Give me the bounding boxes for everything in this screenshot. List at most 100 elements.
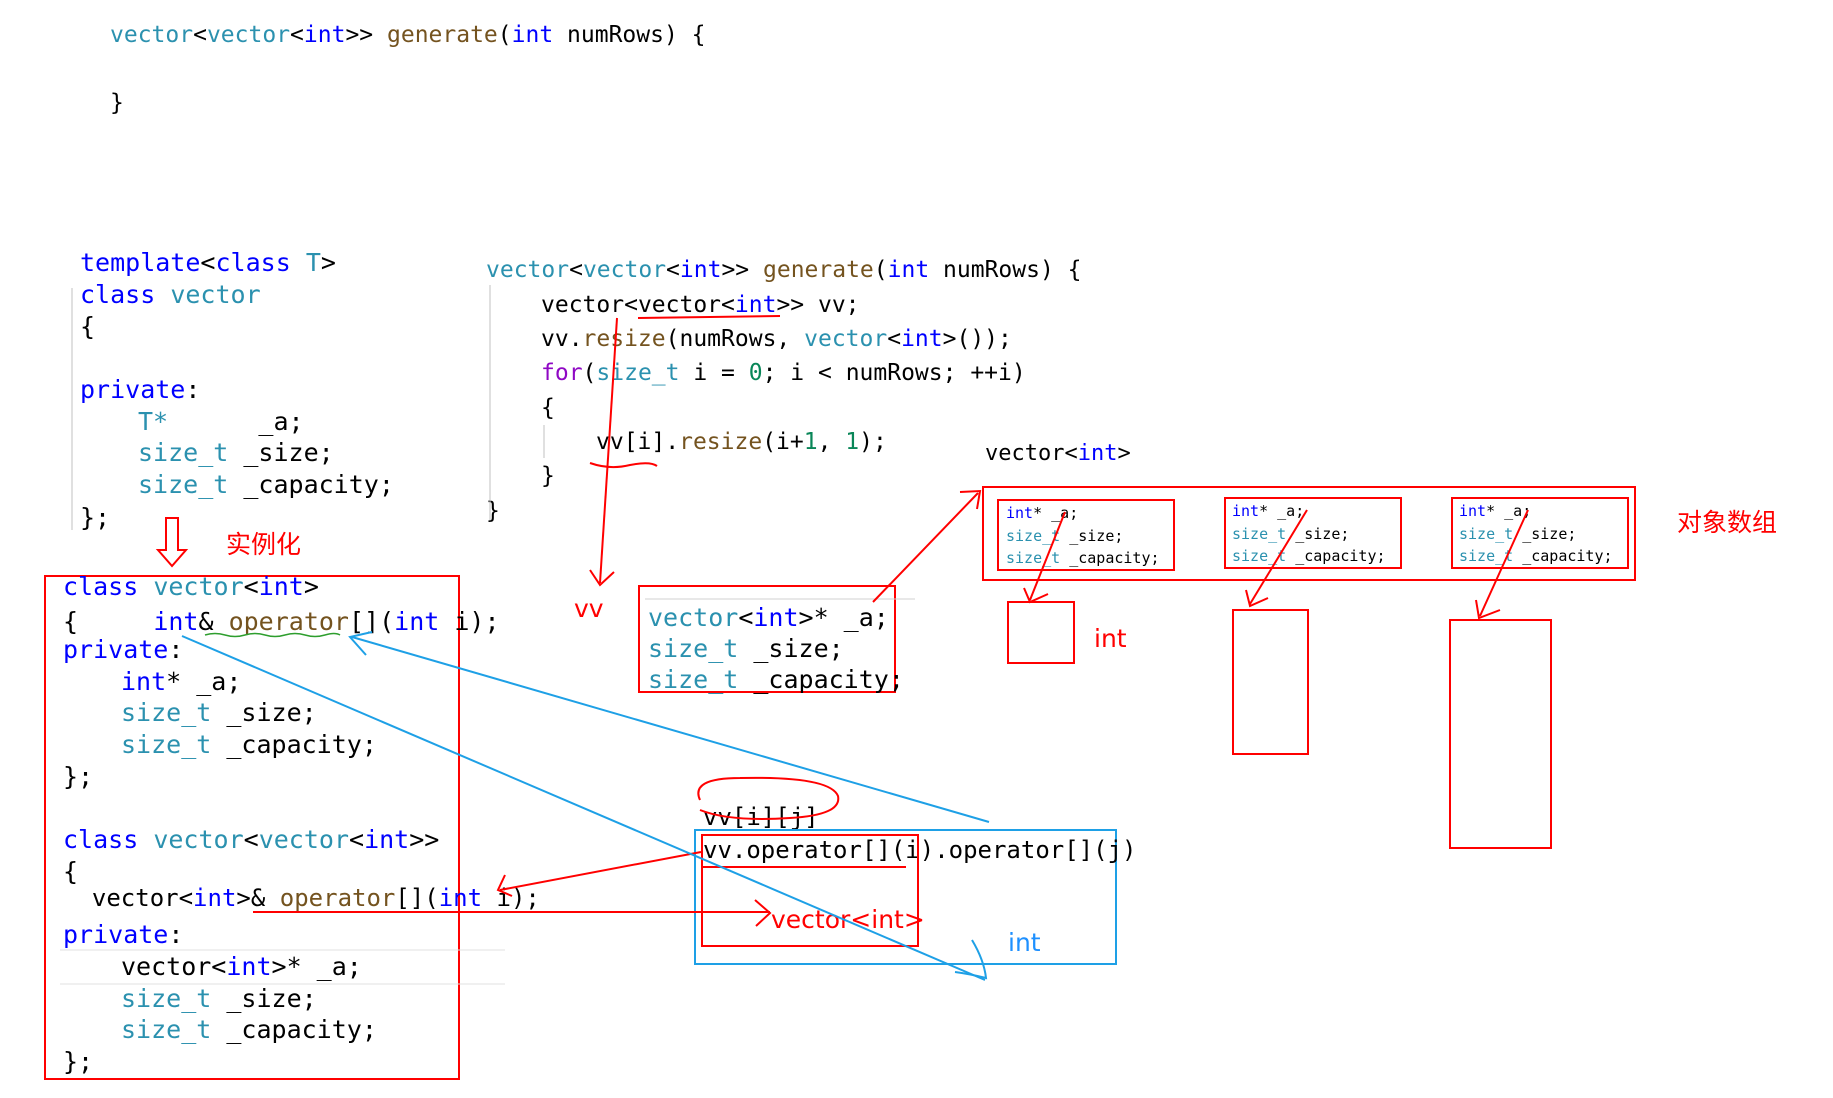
code-token: vector: [258, 825, 350, 854]
underline-mark: [589, 462, 658, 469]
code-token: <: [887, 326, 902, 352]
code-token: <: [243, 825, 259, 854]
mini-member-capacity: size_t _capacity;: [1459, 549, 1613, 564]
class-vector-vector-int-line: class vector<vector<int>>: [63, 827, 439, 852]
code-token: {: [63, 607, 154, 636]
member-size: size_t _size;: [121, 700, 317, 725]
resize-row: vv[i].resize(i+1, 1);: [596, 431, 887, 454]
code-token: >>: [345, 22, 387, 48]
code-token: size_t: [1459, 525, 1514, 543]
code-token: _size;: [1060, 527, 1124, 545]
code-token: >: [1117, 441, 1131, 466]
code-token: * _a;: [166, 667, 242, 696]
code-token: numRows) {: [929, 257, 1082, 283]
vector-int-hand-label: vector<int>: [771, 905, 925, 934]
code-token: vector<: [985, 441, 1078, 466]
object-array-box: [982, 486, 1636, 581]
pointer-arrow: [872, 492, 979, 603]
underline-mark: [637, 315, 781, 319]
int-operator-line: { int& operator[](int i);: [63, 609, 500, 634]
code-token: int: [679, 257, 722, 283]
code-token: vector: [648, 603, 739, 632]
member-capacity: size_t _capacity;: [121, 732, 377, 757]
code-token: _capacity;: [738, 665, 904, 694]
mini-member-size: size_t _size;: [1232, 527, 1349, 542]
code-token: _capacity;: [228, 470, 394, 499]
member-a: vector<int>* _a;: [121, 954, 362, 979]
class-vector-int-line: class vector<int>: [63, 574, 319, 599]
mini-member-a: int* _a;: [1006, 506, 1078, 521]
declare-vv: vector<vector<int>> vv;: [541, 294, 860, 317]
highlight-circle: [697, 776, 840, 820]
int-blue-label: int: [1008, 928, 1041, 957]
code-token: size_t: [596, 360, 680, 386]
code-token: vector: [582, 257, 667, 283]
code-token: numRows) {: [553, 22, 706, 48]
pointer-arrow: [499, 851, 702, 891]
function-close-brace: }: [486, 498, 500, 524]
code-token: vector<: [121, 952, 227, 981]
code-token: _capacity;: [1060, 549, 1160, 567]
code-token: <: [349, 825, 365, 854]
code-token: T*: [138, 407, 169, 436]
code-token: _capacity;: [211, 1015, 377, 1044]
open-brace: {: [63, 857, 79, 886]
int-blue-arrow: [181, 635, 986, 981]
code-token: _size;: [1513, 525, 1577, 543]
code-token: size_t: [1232, 547, 1287, 565]
code-token: _size;: [211, 984, 317, 1013]
code-token: 1: [803, 429, 818, 455]
code-token: _size;: [738, 634, 844, 663]
code-token: >>: [409, 825, 440, 854]
resize-vv: vv.resize(numRows, vector<int>());: [541, 328, 1012, 351]
code-token: >>: [721, 257, 763, 283]
template-line: template<class T>: [80, 250, 336, 275]
code-token: class: [80, 280, 156, 309]
specialization-box: [44, 575, 460, 1080]
vector-object-2: [1224, 497, 1402, 569]
operator-blue-arrow: [351, 636, 990, 823]
code-token: (: [873, 257, 888, 283]
code-token: operator: [228, 607, 349, 636]
code-token: vector: [804, 326, 888, 352]
code-token: int: [511, 22, 554, 48]
arrow-head-icon: [754, 899, 772, 927]
code-token: size_t: [1232, 525, 1287, 543]
arrow-head-icon: [1023, 587, 1049, 604]
code-token: >: [303, 572, 319, 601]
code-token: size_t: [121, 698, 212, 727]
code-token: );: [859, 429, 887, 455]
top-close-brace: }: [110, 90, 124, 116]
code-token: <: [193, 22, 207, 48]
code-token: template: [80, 248, 201, 277]
code-token: _capacity;: [1513, 547, 1613, 565]
code-token: vector: [153, 825, 244, 854]
code-token: >());: [942, 326, 1012, 352]
vv-member-a: vector<int>* _a;: [648, 605, 889, 630]
code-token: size_t: [121, 730, 212, 759]
code-token: <: [738, 603, 754, 632]
code-token: _capacity;: [1286, 547, 1386, 565]
code-token: >: [320, 248, 336, 277]
arrow-head-icon: [1245, 589, 1269, 608]
mini-member-size: size_t _size;: [1006, 529, 1123, 544]
code-token: int: [734, 292, 777, 318]
code-token: int: [1232, 502, 1260, 520]
loop-close-brace: }: [541, 463, 555, 489]
vv-arrow: [599, 317, 618, 584]
code-token: * _a;: [1259, 502, 1305, 520]
code-token: int: [121, 667, 167, 696]
member-capacity: size_t _capacity;: [138, 472, 394, 497]
mini-member-capacity: size_t _capacity;: [1006, 551, 1160, 566]
code-token: vector: [153, 572, 244, 601]
code-token: <: [243, 572, 259, 601]
private-label: private:: [80, 377, 200, 402]
for-loop: for(size_t i = 0; i < numRows; ++i): [541, 362, 1026, 385]
arrow-head-icon: [348, 631, 373, 656]
code-token: int: [887, 257, 930, 283]
close-brace: };: [80, 503, 111, 532]
code-token: size_t: [1459, 547, 1514, 565]
pointer-arrow: [1249, 509, 1308, 605]
code-token: vv[i].: [596, 429, 680, 455]
